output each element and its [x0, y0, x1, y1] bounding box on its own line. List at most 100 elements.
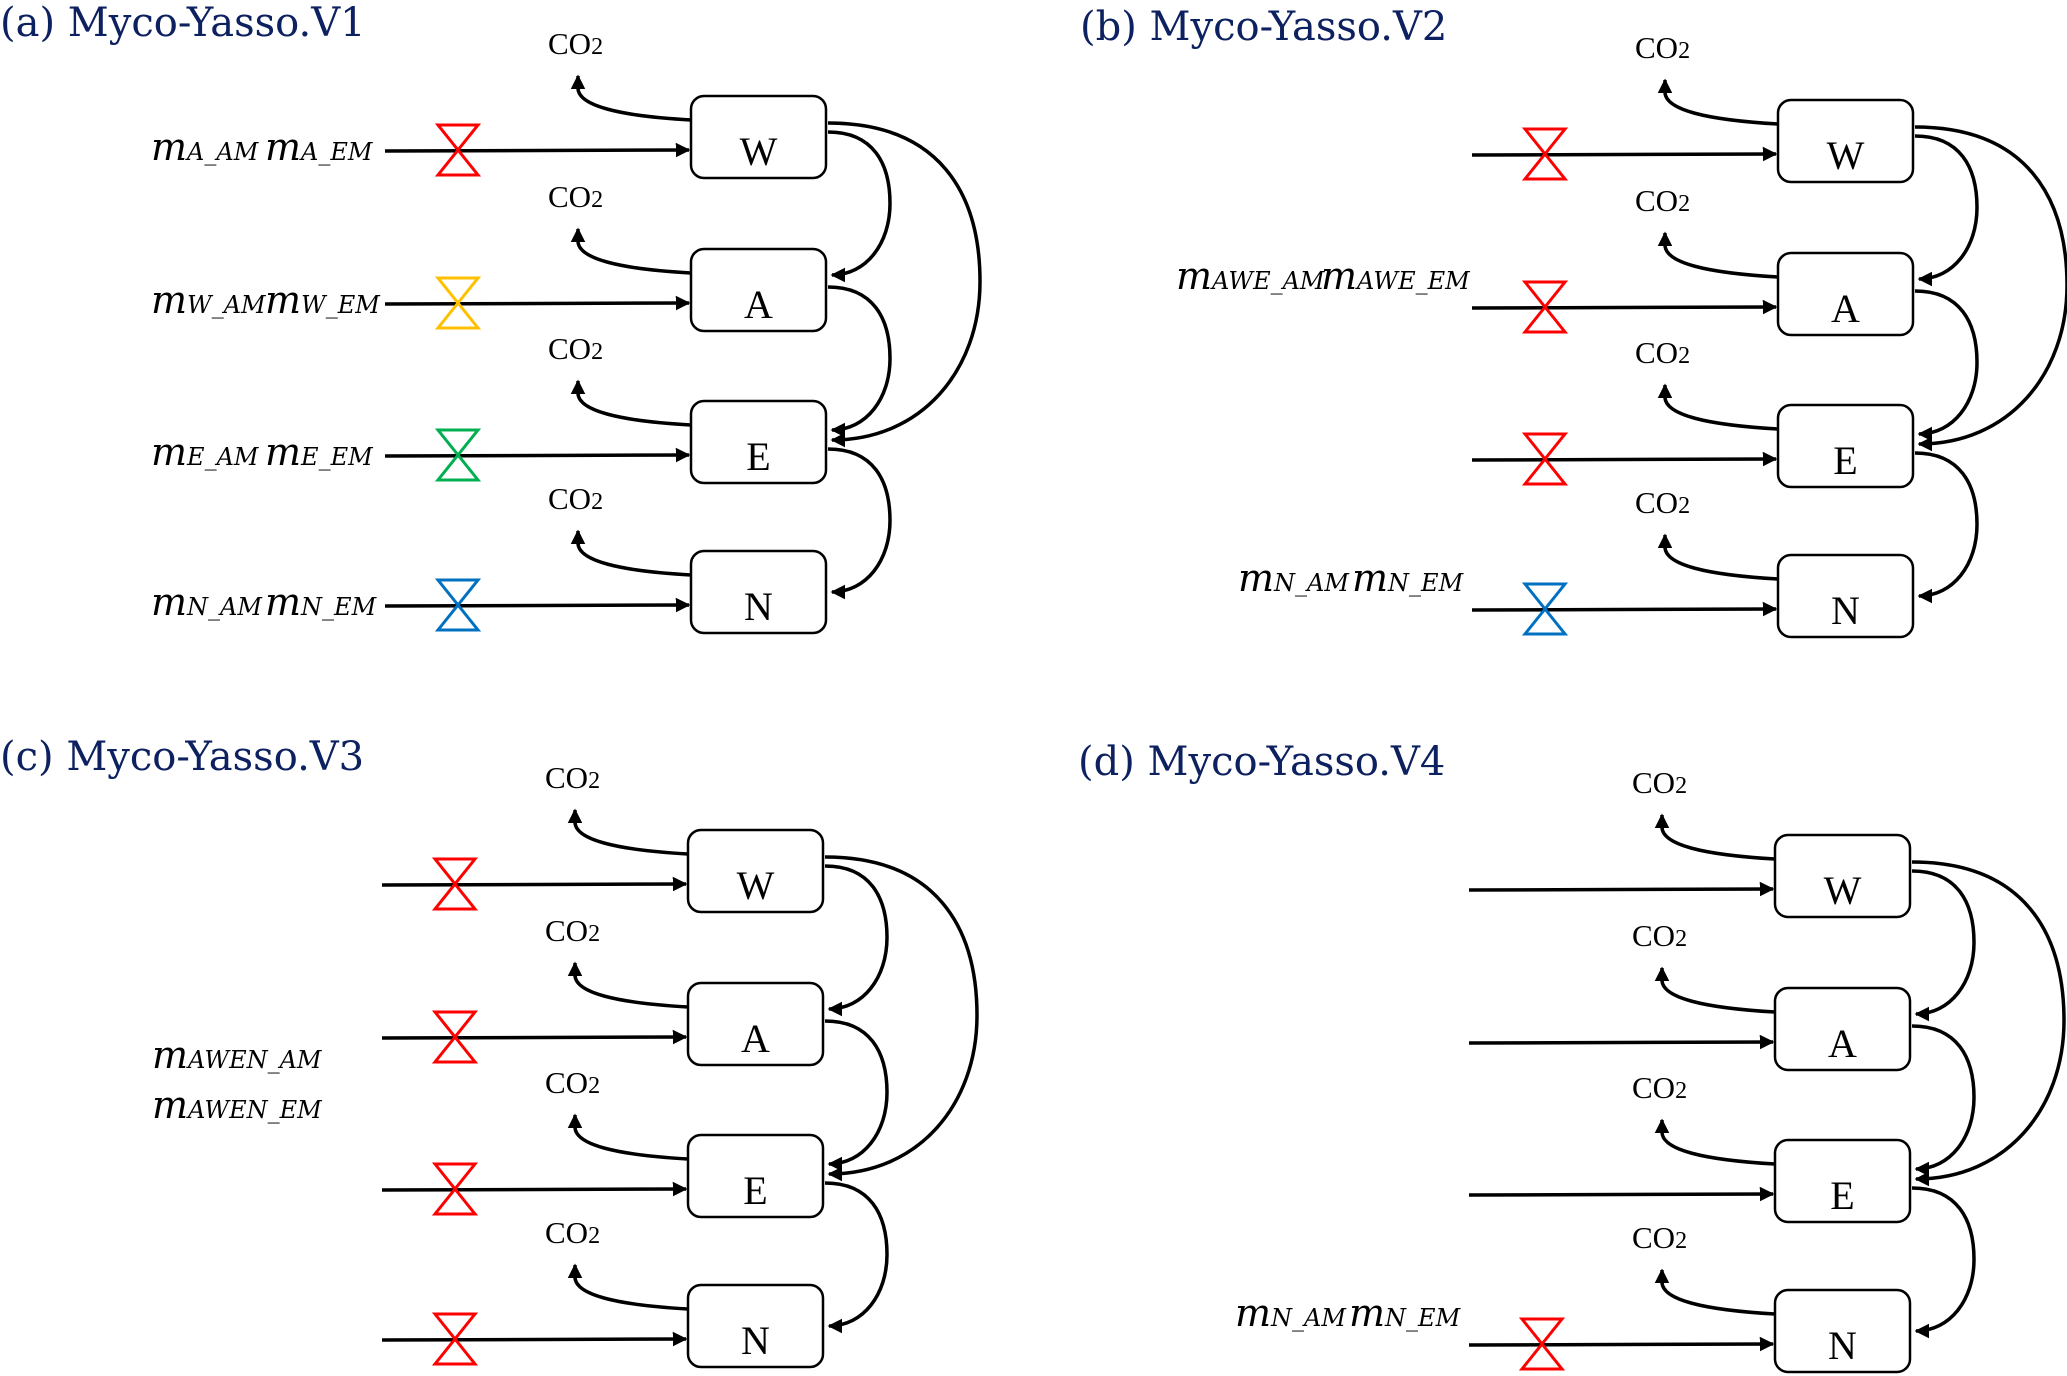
input-flow-N [1468, 1317, 1775, 1371]
flow-label-term: mN_AM [1238, 556, 1350, 600]
flow-label-term: mN_EM [1352, 556, 1465, 600]
co2-arrow [1654, 1268, 1776, 1316]
pool-box-frame [1776, 553, 1915, 639]
input-arrow [381, 1181, 688, 1197]
transfer-arrow-W-to-A [1914, 134, 1979, 287]
input-flow-W [381, 857, 688, 911]
pool-box-E: E [686, 1133, 825, 1219]
co2-label: CO2 [1632, 918, 1687, 953]
co2-arrow [1654, 813, 1776, 861]
panel-title: (d) Myco-Yasso.V4 [1078, 739, 1445, 785]
co2-arrow [1657, 383, 1779, 431]
co2-arrow [1657, 533, 1779, 581]
pool-label: A [744, 282, 773, 327]
input-arrow [384, 142, 691, 158]
flow-label-term: mN_AM [151, 580, 263, 624]
input-arrow [1468, 1336, 1775, 1352]
flow-label-term: mAWEN_AM [152, 1033, 323, 1077]
pool-label: E [743, 1168, 767, 1213]
pool-label: N [1828, 1323, 1857, 1368]
input-arrow [1471, 299, 1778, 315]
valve-icon [434, 578, 482, 632]
pool-label: N [741, 1318, 770, 1363]
co2-label: CO2 [545, 913, 600, 948]
input-arrow [384, 295, 691, 311]
co2-output-E: CO2 [545, 1065, 689, 1161]
flow-label-term: mE_EM [265, 430, 374, 474]
flow-label-term: mA_EM [265, 125, 374, 169]
pool-box-N: N [1776, 553, 1915, 639]
input-arrow [1468, 881, 1775, 897]
flow-label-term: mAWE_EM [1321, 254, 1471, 298]
pool-box-E: E [689, 399, 828, 485]
valve-icon [431, 857, 479, 911]
pool-box-frame [686, 1283, 825, 1369]
transfer-arrow-A-to-E [1914, 289, 1979, 442]
co2-label: CO2 [1632, 1220, 1687, 1255]
pool-label: N [744, 584, 773, 629]
flow-label-term: mAWEN_EM [152, 1083, 323, 1127]
pool-label: A [1831, 286, 1860, 331]
co2-output-W: CO2 [1632, 765, 1776, 861]
co2-output-A: CO2 [1632, 918, 1776, 1014]
valve-icon [434, 428, 482, 482]
co2-output-W: CO2 [545, 760, 689, 856]
co2-arrow [1657, 231, 1779, 279]
pool-box-frame [686, 981, 825, 1067]
co2-label: CO2 [548, 331, 603, 366]
panel-title: (a) Myco-Yasso.V1 [0, 0, 366, 46]
co2-output-N: CO2 [1635, 485, 1779, 581]
pool-label: E [746, 434, 770, 479]
valve-icon [431, 1162, 479, 1216]
pool-label: W [1827, 133, 1865, 178]
co2-arrow [570, 529, 692, 577]
co2-label: CO2 [1635, 335, 1690, 370]
co2-output-N: CO2 [548, 481, 692, 577]
input-arrow [381, 876, 688, 892]
co2-output-A: CO2 [545, 913, 689, 1009]
transfer-arrow-E-to-N [1914, 451, 1979, 604]
pool-box-A: A [1776, 251, 1915, 337]
input-flow-N [1471, 582, 1778, 636]
co2-label: CO2 [548, 481, 603, 516]
co2-label: CO2 [548, 26, 603, 61]
transfer-arrow-A-to-E [827, 285, 892, 438]
co2-arrow [570, 379, 692, 427]
input-arrow [381, 1331, 688, 1347]
transfer-arrow-E-to-N [827, 447, 892, 600]
pool-box-N: N [689, 549, 828, 635]
co2-label: CO2 [545, 760, 600, 795]
transfer-arrow-A-to-E [1911, 1024, 1976, 1177]
valve-icon [1521, 582, 1569, 636]
flow-label-term: mN_AM [1235, 1291, 1347, 1335]
input-flow-N [384, 578, 691, 632]
co2-label: CO2 [548, 179, 603, 214]
input-arrow [1471, 146, 1778, 162]
co2-arrow [567, 1263, 689, 1311]
pool-label: E [1830, 1173, 1854, 1218]
input-flow-W [1471, 127, 1778, 181]
input-flow-E [384, 428, 691, 482]
valve-icon [434, 123, 482, 177]
input-arrow [1468, 1034, 1775, 1050]
transfer-arrow-W-to-E [1911, 860, 2066, 1187]
co2-label: CO2 [545, 1215, 600, 1250]
input-arrow [1468, 1186, 1775, 1202]
pool-box-A: A [1773, 986, 1912, 1072]
co2-arrow [567, 961, 689, 1009]
valve-icon [1521, 432, 1569, 486]
input-flow-E [381, 1162, 688, 1216]
pool-box-frame [686, 1133, 825, 1219]
co2-label: CO2 [1632, 1070, 1687, 1105]
pool-box-W: W [689, 94, 828, 180]
input-arrow [384, 447, 691, 463]
pool-box-A: A [686, 981, 825, 1067]
transfer-arrow-W-to-E [824, 855, 979, 1182]
input-flow-W [384, 123, 691, 177]
co2-output-N: CO2 [1632, 1220, 1776, 1316]
co2-arrow [1657, 78, 1779, 126]
